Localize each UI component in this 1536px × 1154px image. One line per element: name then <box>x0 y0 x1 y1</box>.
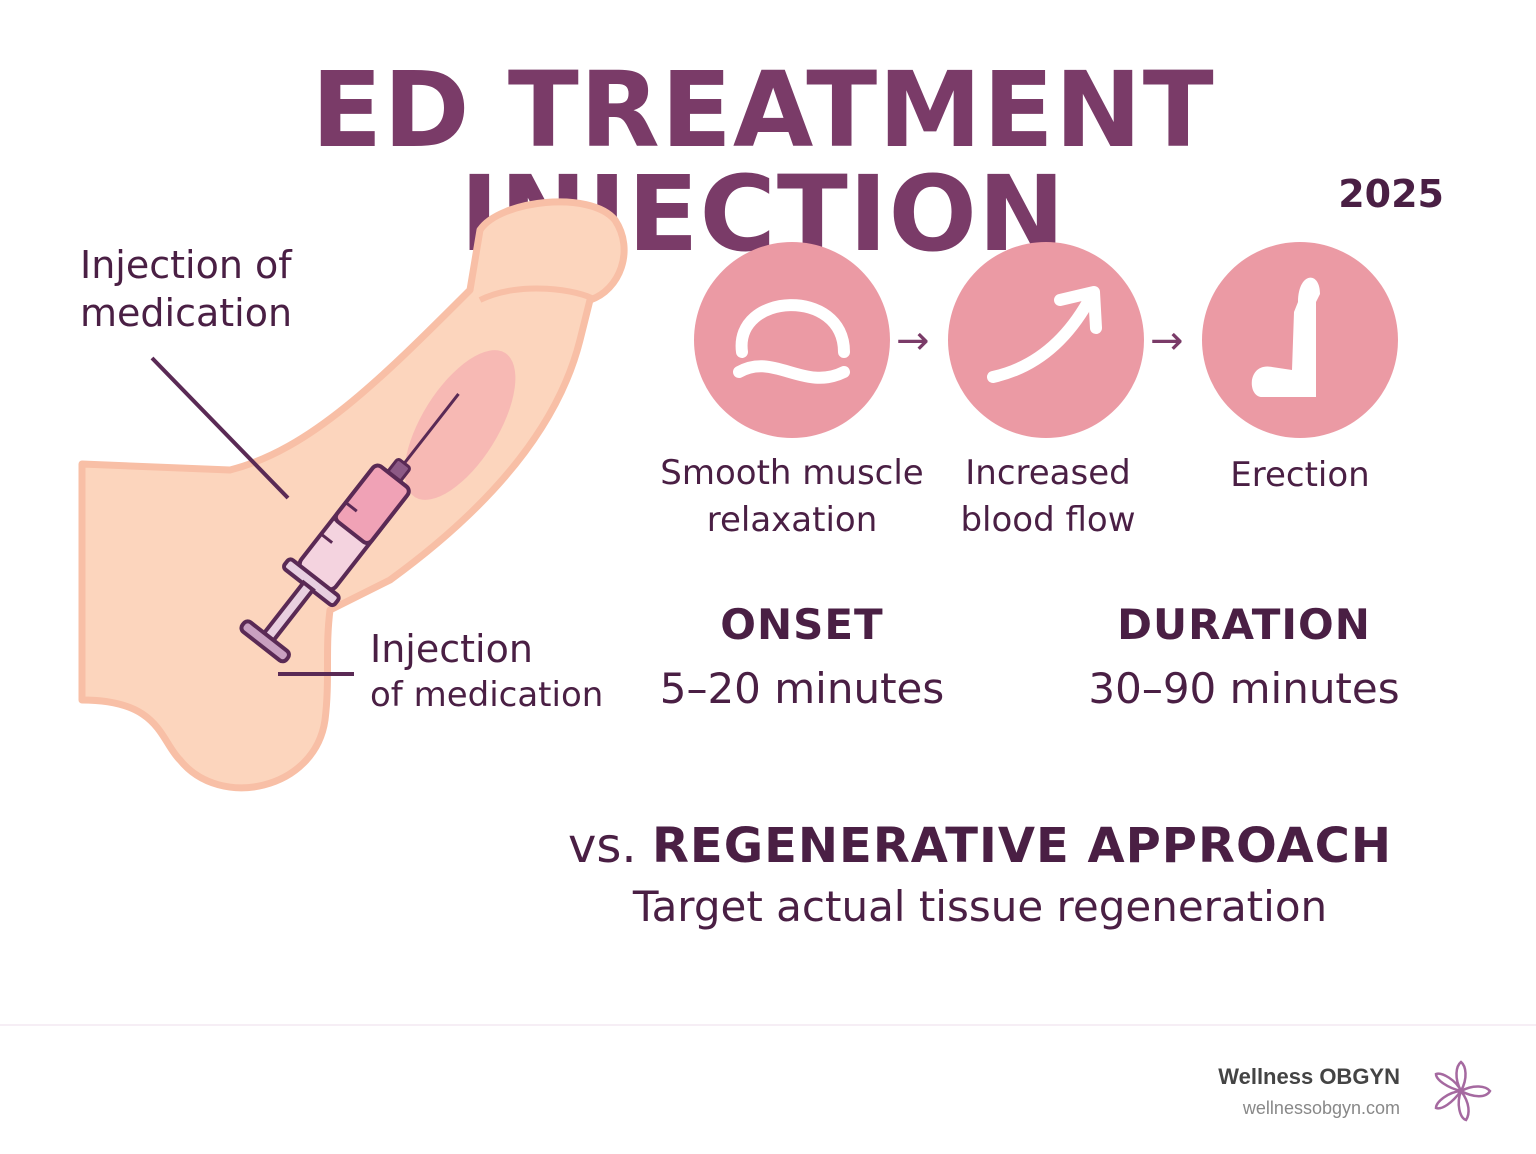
label-pointer-top <box>150 356 290 500</box>
brand-block: Wellness OBGYN wellnessobgyn.com <box>1218 1064 1400 1119</box>
step-circle-blood-flow <box>948 242 1144 438</box>
step-circle-erection <box>1202 242 1398 438</box>
regenerative-subtitle: Target actual tissue regeneration <box>632 882 1328 931</box>
step-circle-muscle-relaxation <box>694 242 890 438</box>
year-label: 2025 <box>1338 172 1444 216</box>
brand-name: Wellness OBGYN <box>1218 1064 1400 1089</box>
flower-logo-icon <box>1434 1060 1492 1122</box>
arrow-icon-2: → <box>1150 318 1184 364</box>
step-label-muscle-relaxation: Smooth muscle relaxation <box>660 453 924 540</box>
onset-label: ONSET <box>720 600 884 649</box>
duration-value: 30–90 minutes <box>1088 664 1400 713</box>
arrow-icon-1: → <box>896 318 930 364</box>
regenerative-heading: vs. REGENERATIVE APPROACH <box>568 818 1392 874</box>
step-label-erection: Erection <box>1230 455 1370 495</box>
injection-label-bottom: Injection of medication <box>370 627 604 715</box>
blood-flow-arrow-icon <box>987 286 1102 383</box>
page-title: ED TREATMENT INJECTION <box>311 49 1215 275</box>
brand-url[interactable]: wellnessobgyn.com <box>1242 1098 1400 1118</box>
duration-label: DURATION <box>1117 600 1371 649</box>
anatomy-illustration <box>78 198 628 792</box>
muscle-relaxation-icon <box>733 299 850 384</box>
syringe-icon <box>239 392 460 664</box>
footer-divider <box>0 1024 1536 1026</box>
onset-value: 5–20 minutes <box>659 664 945 713</box>
injection-label-top: Injection of medication <box>80 243 293 335</box>
erection-icon <box>1251 277 1320 397</box>
step-label-blood-flow: Increased blood flow <box>960 453 1136 540</box>
